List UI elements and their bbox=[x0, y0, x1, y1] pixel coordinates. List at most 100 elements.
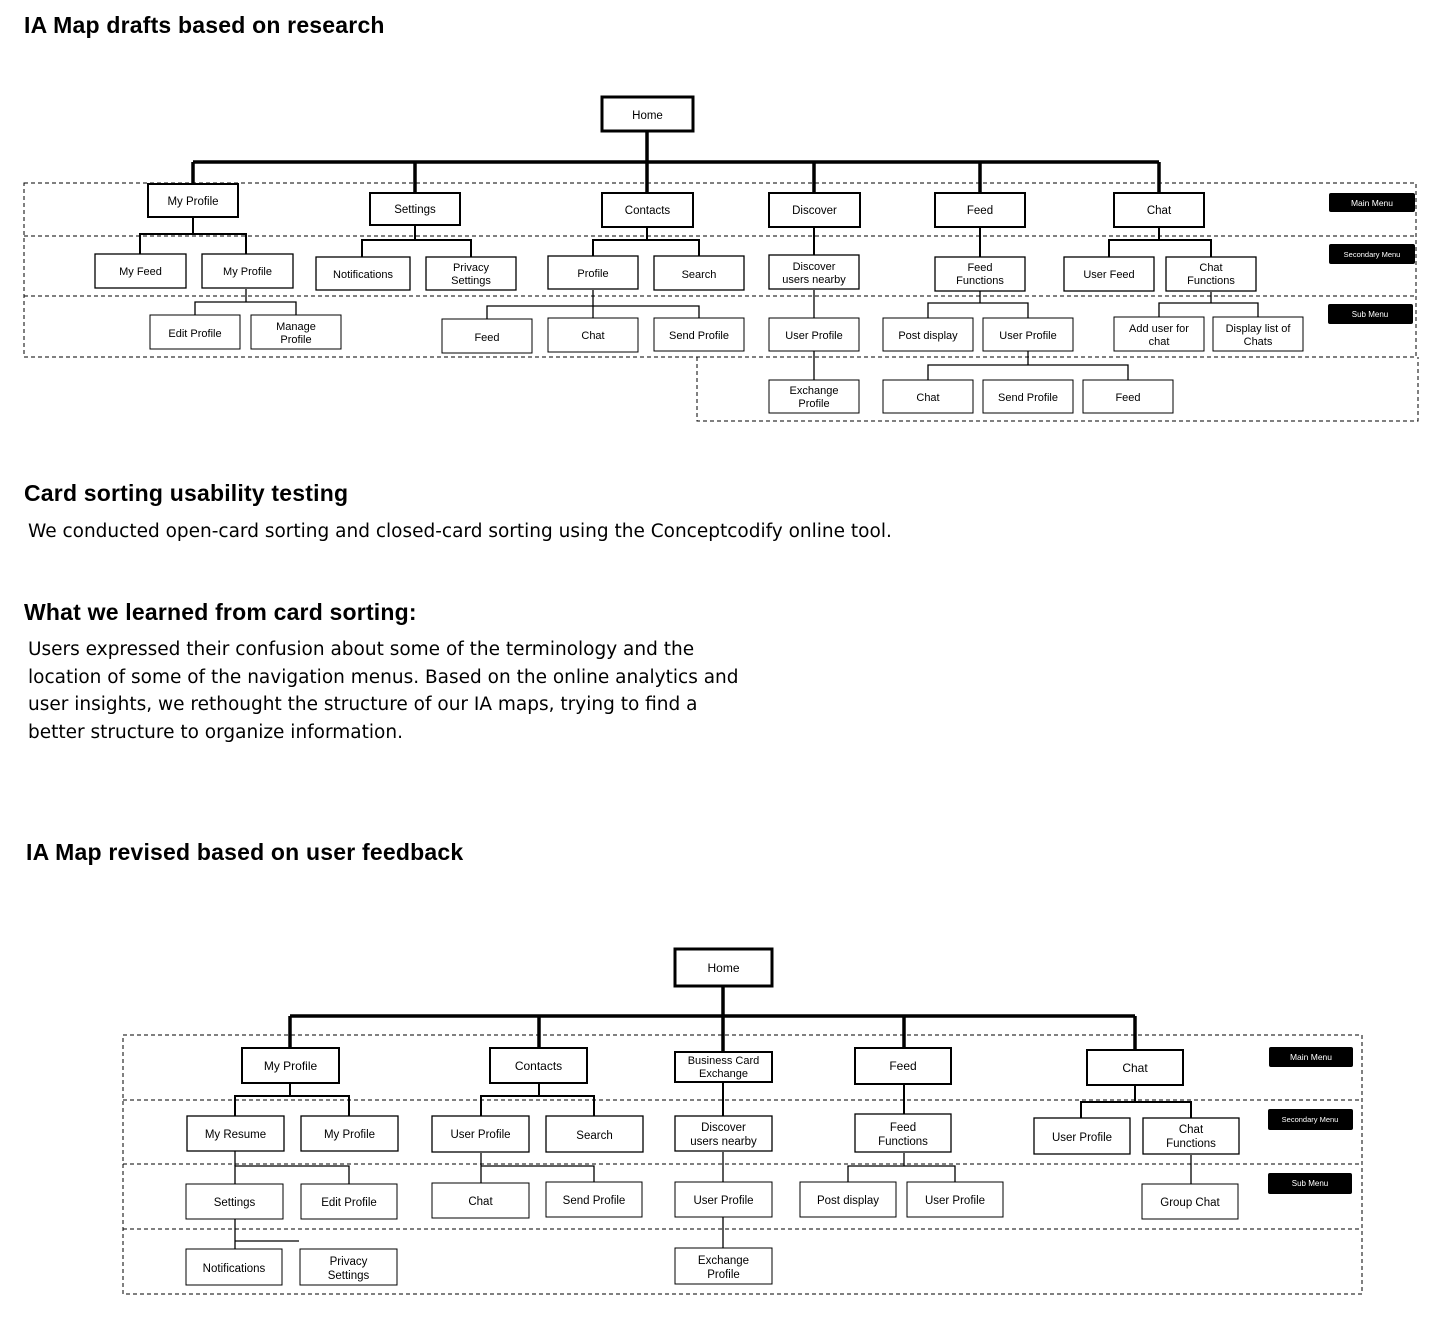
node-send-profile: Send Profile bbox=[545, 1181, 643, 1218]
svg-text:User Profile: User Profile bbox=[999, 330, 1056, 342]
svg-text:Chat: Chat bbox=[581, 330, 604, 342]
node-contacts-send-profile: Send Profile bbox=[653, 317, 745, 352]
node-edit-profile: Edit Profile bbox=[300, 1183, 398, 1220]
node-feed-user-profile: User Profile bbox=[982, 317, 1074, 352]
svg-text:Exchange: Exchange bbox=[790, 385, 839, 397]
node-post-display: Post display bbox=[799, 1181, 897, 1218]
node-my-profile-secondary: My Profile bbox=[300, 1115, 399, 1152]
svg-text:Feed: Feed bbox=[474, 332, 499, 344]
svg-text:User Feed: User Feed bbox=[1083, 269, 1134, 281]
node-discover-users-nearby: Discover users nearby bbox=[768, 254, 860, 290]
svg-text:Discover: Discover bbox=[792, 205, 837, 217]
svg-text:Functions: Functions bbox=[1187, 275, 1235, 287]
svg-text:Feed: Feed bbox=[1115, 392, 1140, 404]
node-privacy-settings: Privacy Settings bbox=[425, 256, 517, 291]
svg-text:My Profile: My Profile bbox=[264, 1059, 318, 1073]
node-edit-profile: Edit Profile bbox=[149, 314, 241, 350]
learnings-paragraph: Users expressed their confusion about so… bbox=[28, 639, 739, 743]
svg-text:Functions: Functions bbox=[956, 275, 1004, 287]
node-contacts-chat: Chat bbox=[431, 1182, 530, 1219]
svg-text:My Resume: My Resume bbox=[205, 1129, 266, 1141]
svg-text:Contacts: Contacts bbox=[515, 1059, 562, 1073]
node-business-card-exchange: Business Card Exchange bbox=[674, 1051, 773, 1083]
node-exchange-profile: Exchange Profile bbox=[674, 1247, 773, 1285]
section-title-ia-draft: IA Map drafts based on research bbox=[24, 12, 385, 38]
node-my-feed: My Feed bbox=[94, 253, 187, 289]
node-chat-user-profile: User Profile bbox=[1033, 1117, 1131, 1155]
svg-text:Send Profile: Send Profile bbox=[998, 392, 1058, 404]
node-contacts: Contacts bbox=[601, 192, 694, 228]
node-chat-functions: Chat Functions bbox=[1142, 1117, 1240, 1155]
node-chat-functions: Chat Functions bbox=[1165, 256, 1257, 292]
node-discover-user-profile: User Profile bbox=[768, 317, 860, 352]
node-discover-user-profile: User Profile bbox=[674, 1181, 773, 1218]
node-discover: Discover bbox=[768, 192, 861, 228]
node-contacts-user-profile: User Profile bbox=[431, 1115, 530, 1153]
svg-text:users nearby: users nearby bbox=[782, 274, 846, 286]
node-feed-user-send-profile: Send Profile bbox=[982, 379, 1074, 414]
svg-text:Post display: Post display bbox=[817, 1195, 879, 1207]
svg-text:Privacy: Privacy bbox=[453, 262, 490, 274]
node-feed-user-profile: User Profile bbox=[906, 1181, 1004, 1218]
svg-text:Profile: Profile bbox=[577, 268, 608, 280]
svg-text:User Profile: User Profile bbox=[785, 330, 842, 342]
node-feed: Feed bbox=[934, 192, 1026, 228]
node-manage-profile: Manage Profile bbox=[250, 314, 342, 350]
svg-text:Send Profile: Send Profile bbox=[563, 1195, 626, 1207]
node-my-profile: My Profile bbox=[241, 1047, 340, 1084]
svg-text:Secondary Menu: Secondary Menu bbox=[1344, 250, 1401, 259]
svg-text:Feed: Feed bbox=[967, 205, 993, 217]
svg-text:Profile: Profile bbox=[798, 398, 829, 410]
svg-text:Manage: Manage bbox=[276, 321, 316, 333]
svg-text:Settings: Settings bbox=[214, 1197, 256, 1209]
svg-text:Edit Profile: Edit Profile bbox=[321, 1197, 377, 1209]
node-chat: Chat bbox=[1086, 1049, 1184, 1086]
node-settings: Settings bbox=[185, 1183, 284, 1220]
node-chat: Chat bbox=[1113, 192, 1205, 228]
node-feed-user-chat: Chat bbox=[882, 379, 974, 414]
svg-text:Chat: Chat bbox=[1199, 262, 1222, 274]
svg-text:Discover: Discover bbox=[701, 1122, 746, 1134]
node-privacy-settings: Privacy Settings bbox=[299, 1248, 398, 1286]
svg-text:Edit Profile: Edit Profile bbox=[168, 328, 221, 340]
node-search: Search bbox=[653, 255, 745, 291]
svg-text:Add user for: Add user for bbox=[1129, 323, 1189, 335]
svg-text:Search: Search bbox=[682, 269, 717, 281]
svg-text:Notifications: Notifications bbox=[203, 1263, 266, 1275]
legend-secondary-menu: Secondary Menu bbox=[1329, 244, 1415, 264]
node-feed-functions: Feed Functions bbox=[854, 1113, 952, 1153]
svg-text:Chats: Chats bbox=[1244, 336, 1273, 348]
node-feed-functions: Feed Functions bbox=[934, 256, 1026, 292]
section-title-ia-revised: IA Map revised based on user feedback bbox=[26, 839, 464, 865]
svg-text:Feed: Feed bbox=[967, 262, 992, 274]
svg-text:Chat: Chat bbox=[916, 392, 939, 404]
section-title-learnings: What we learned from card sorting: bbox=[24, 599, 417, 625]
node-contacts: Contacts bbox=[489, 1047, 588, 1084]
svg-text:Privacy: Privacy bbox=[330, 1256, 368, 1268]
legend-sub-menu: Sub Menu bbox=[1268, 1173, 1352, 1194]
svg-text:Business Card: Business Card bbox=[688, 1055, 760, 1067]
svg-text:Settings: Settings bbox=[328, 1270, 370, 1282]
node-add-user-for-chat: Add user for chat bbox=[1113, 316, 1205, 352]
node-user-feed: User Feed bbox=[1063, 256, 1155, 292]
svg-text:Send Profile: Send Profile bbox=[669, 330, 729, 342]
svg-text:Notifications: Notifications bbox=[333, 269, 393, 281]
svg-text:Display list of: Display list of bbox=[1226, 323, 1292, 335]
node-settings: Settings bbox=[369, 192, 461, 226]
svg-text:Functions: Functions bbox=[878, 1136, 928, 1148]
svg-text:Exchange: Exchange bbox=[698, 1255, 749, 1267]
node-profile: Profile bbox=[547, 255, 639, 290]
svg-text:Search: Search bbox=[576, 1130, 612, 1142]
svg-text:User Profile: User Profile bbox=[1052, 1132, 1112, 1144]
svg-text:Chat: Chat bbox=[1147, 205, 1172, 217]
svg-text:Sub Menu: Sub Menu bbox=[1352, 310, 1388, 319]
legend-secondary-menu: Secondary Menu bbox=[1268, 1109, 1353, 1130]
node-home: Home bbox=[673, 947, 774, 988]
svg-text:My Profile: My Profile bbox=[324, 1129, 375, 1141]
svg-text:Feed: Feed bbox=[889, 1059, 916, 1073]
ia-map-draft-diagram: Home My Profile Settings Contacts Discov… bbox=[23, 95, 1419, 422]
ia-map-revised-diagram: Home My Profile Contacts Business Card E… bbox=[122, 947, 1363, 1295]
node-feed-user-feed: Feed bbox=[1082, 379, 1174, 414]
svg-text:Settings: Settings bbox=[451, 275, 491, 287]
svg-text:Exchange: Exchange bbox=[699, 1068, 748, 1080]
